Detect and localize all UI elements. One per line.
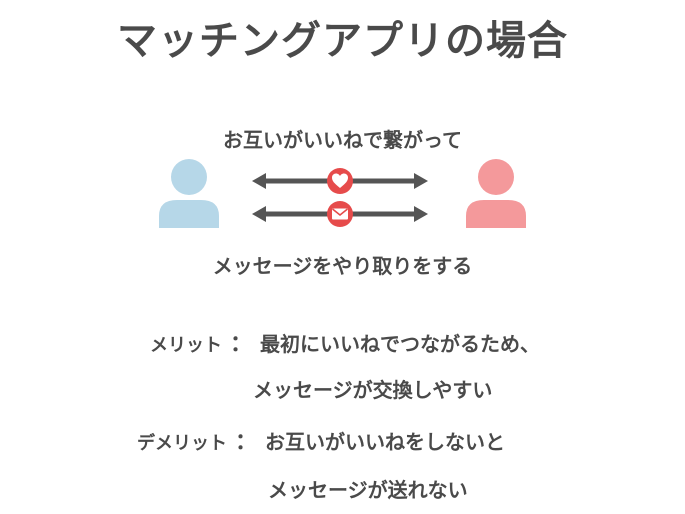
person-left-icon <box>157 158 221 228</box>
person-right-icon <box>464 158 528 228</box>
exchange-diagram <box>250 165 430 227</box>
heart-icon <box>327 168 353 194</box>
merit-tag: メリット <box>150 335 222 356</box>
caption-top: お互いがいいねで繋がって <box>223 128 462 152</box>
demerit-colon: ： <box>235 430 258 455</box>
demerit-tag: デメリット <box>137 433 227 454</box>
demerit-row: デメリット ： お互いがいいねをしないと <box>137 424 505 456</box>
demerit-line1: お互いがいいねをしないと <box>265 430 506 454</box>
merit-row: メリット ： 最初にいいねでつながるため、 <box>150 326 540 358</box>
page-title: マッチングアプリの場合 <box>117 18 568 64</box>
caption-bottom: メッセージをやり取りをする <box>212 254 473 278</box>
mail-icon <box>327 201 353 227</box>
merit-line2: メッセージが交換しやすい <box>253 378 493 402</box>
merit-colon: ： <box>230 332 253 357</box>
merit-line1: 最初にいいねでつながるため、 <box>260 332 541 356</box>
demerit-line2: メッセージが送れない <box>268 478 468 502</box>
